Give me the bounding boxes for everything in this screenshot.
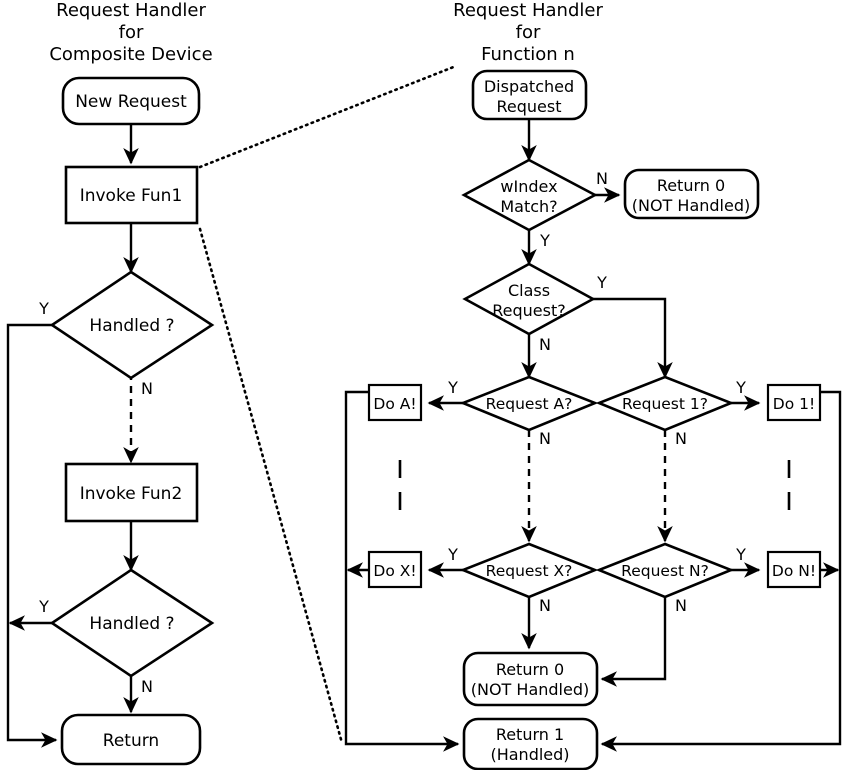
node-return0-bottom[interactable]: Return 0 (NOT Handled) bbox=[462, 651, 599, 707]
request-n-shape[interactable] bbox=[595, 542, 735, 599]
request-x-no-label: N bbox=[539, 596, 551, 615]
right-title-line-1: Request Handler bbox=[453, 0, 603, 21]
return-label: Return bbox=[103, 731, 159, 751]
do-a-shape[interactable] bbox=[367, 383, 423, 422]
do-1-label: Do 1! bbox=[773, 395, 815, 413]
node-class-request[interactable]: Class Request? bbox=[462, 262, 596, 336]
left-title-line-3: Composite Device bbox=[49, 44, 212, 65]
request-a-no-label: N bbox=[539, 429, 551, 448]
handled-1-shape[interactable] bbox=[49, 270, 215, 380]
edge-handled1-yes-to-return bbox=[6, 323, 58, 748]
class-request-label-line-2: Request? bbox=[492, 301, 565, 320]
return0-bottom-shape[interactable] bbox=[462, 651, 599, 707]
do-n-label: Do N! bbox=[772, 562, 816, 580]
node-return0-top[interactable]: Return 0 (NOT Handled) bbox=[623, 168, 760, 220]
request-a-label: Request A? bbox=[486, 395, 573, 413]
windex-match-label-line-2: Match? bbox=[500, 197, 557, 216]
request-x-yes-label: Y bbox=[447, 545, 458, 564]
node-return1[interactable]: Return 1 (Handled) bbox=[462, 717, 599, 770]
class-yes-label: Y bbox=[596, 273, 607, 292]
node-handled-1[interactable]: Handled ? bbox=[49, 270, 215, 380]
return1-label-line-2: (Handled) bbox=[490, 745, 569, 764]
left-title-line-2: for bbox=[119, 22, 144, 43]
node-request-x[interactable]: Request X? bbox=[459, 542, 599, 599]
node-request-a[interactable]: Request A? bbox=[459, 375, 599, 432]
class-request-label-line-1: Class bbox=[508, 281, 550, 300]
handled-2-shape[interactable] bbox=[49, 568, 215, 678]
right-title-line-3: Function n bbox=[481, 44, 575, 65]
do-n-shape[interactable] bbox=[766, 550, 822, 589]
invoke-fun2-shape[interactable] bbox=[64, 462, 199, 523]
node-request-1[interactable]: Request 1? bbox=[595, 375, 735, 432]
node-do-1[interactable]: Do 1! bbox=[766, 383, 822, 422]
return0-top-label-line-1: Return 0 bbox=[657, 176, 725, 195]
request-x-shape[interactable] bbox=[459, 542, 599, 599]
invoke-fun2-label: Invoke Fun2 bbox=[80, 484, 183, 504]
new-request-shape[interactable] bbox=[61, 76, 201, 126]
windex-match-label-line-1: wIndex bbox=[500, 177, 557, 196]
return0-top-shape[interactable] bbox=[623, 168, 760, 220]
request-x-label: Request X? bbox=[486, 562, 573, 580]
windex-yes-label: Y bbox=[539, 231, 550, 250]
request-1-no-label: N bbox=[675, 429, 687, 448]
node-new-request[interactable]: New Request bbox=[61, 76, 201, 126]
return0-top-label-line-2: (NOT Handled) bbox=[632, 196, 750, 215]
dispatched-request-shape[interactable] bbox=[471, 69, 588, 121]
handled-2-no-label: N bbox=[141, 677, 153, 696]
request-1-yes-label: Y bbox=[735, 378, 746, 397]
request-n-yes-label: Y bbox=[735, 545, 746, 564]
right-title-line-2: for bbox=[516, 22, 541, 43]
zoom-connector-bottom bbox=[198, 227, 344, 745]
node-return[interactable]: Return bbox=[60, 713, 202, 766]
node-do-n[interactable]: Do N! bbox=[766, 550, 822, 589]
request-n-no-label: N bbox=[675, 596, 687, 615]
invoke-fun1-shape[interactable] bbox=[64, 165, 199, 225]
dispatched-request-label-line-1: Dispatched bbox=[484, 77, 574, 96]
dispatched-request-label-line-2: Request bbox=[497, 97, 562, 116]
left-panel-title: Request Handler for Composite Device bbox=[49, 0, 212, 65]
do-x-shape[interactable] bbox=[367, 550, 423, 589]
do-1-shape[interactable] bbox=[766, 383, 822, 422]
edge-right-success-rail-to-return1 bbox=[600, 390, 842, 752]
edge-class-yes-to-request-1 bbox=[593, 297, 673, 379]
node-dispatched-request[interactable]: Dispatched Request bbox=[471, 69, 588, 121]
left-title-line-1: Request Handler bbox=[56, 0, 206, 21]
handled-1-label: Handled ? bbox=[89, 316, 174, 336]
invoke-fun1-label: Invoke Fun1 bbox=[80, 186, 183, 206]
node-do-x[interactable]: Do X! bbox=[367, 550, 423, 589]
request-n-label: Request N? bbox=[621, 562, 709, 580]
return0-bottom-label-line-1: Return 0 bbox=[496, 660, 564, 679]
node-do-a[interactable]: Do A! bbox=[367, 383, 423, 422]
right-panel-title: Request Handler for Function n bbox=[453, 0, 603, 65]
windex-match-shape[interactable] bbox=[461, 158, 598, 232]
request-1-shape[interactable] bbox=[595, 375, 735, 432]
windex-no-label: N bbox=[596, 169, 608, 188]
node-invoke-fun1[interactable]: Invoke Fun1 bbox=[64, 165, 199, 225]
request-a-yes-label: Y bbox=[447, 378, 458, 397]
do-a-label: Do A! bbox=[373, 395, 416, 413]
class-no-label: N bbox=[539, 335, 551, 354]
request-1-label: Request 1? bbox=[622, 395, 708, 413]
handled-1-no-label: N bbox=[141, 379, 153, 398]
edge-left-success-rail-to-return1 bbox=[344, 390, 460, 752]
new-request-label: New Request bbox=[75, 92, 187, 112]
node-invoke-fun2[interactable]: Invoke Fun2 bbox=[64, 462, 199, 523]
node-windex-match[interactable]: wIndex Match? bbox=[461, 158, 598, 232]
return1-label-line-1: Return 1 bbox=[496, 725, 564, 744]
class-request-shape[interactable] bbox=[462, 262, 596, 336]
node-request-n[interactable]: Request N? bbox=[595, 542, 735, 599]
return1-shape[interactable] bbox=[462, 717, 599, 770]
request-a-shape[interactable] bbox=[459, 375, 599, 432]
return0-bottom-label-line-2: (NOT Handled) bbox=[471, 680, 589, 699]
do-x-label: Do X! bbox=[373, 562, 416, 580]
zoom-connector-top bbox=[198, 64, 458, 169]
node-handled-2[interactable]: Handled ? bbox=[49, 568, 215, 678]
edge-request-n-no-to-return0-bottom bbox=[600, 597, 667, 687]
handled-1-yes-label: Y bbox=[38, 299, 49, 318]
handled-2-yes-label: Y bbox=[38, 597, 49, 616]
return-shape[interactable] bbox=[60, 713, 202, 766]
handled-2-label: Handled ? bbox=[89, 614, 174, 634]
